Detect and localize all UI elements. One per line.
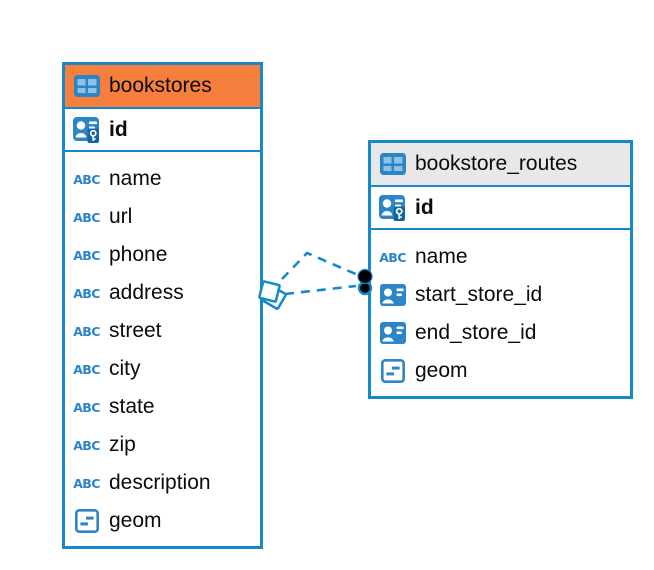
column-name: phone <box>109 243 168 266</box>
column-row-id[interactable]: id <box>65 109 260 152</box>
column-row-state[interactable]: ABC state <box>65 388 260 426</box>
column-name: city <box>109 357 141 380</box>
column-row-start-store-id[interactable]: start_store_id <box>371 276 630 314</box>
text-icon: ABC <box>379 249 406 265</box>
relationship-line-lower[interactable] <box>284 284 357 296</box>
text-icon: ABC <box>73 361 100 377</box>
column-name: address <box>109 281 184 304</box>
text-icon: ABC <box>73 323 100 339</box>
column-row-name[interactable]: ABC name <box>65 160 260 198</box>
table-icon <box>379 153 406 175</box>
foreign-key-icon <box>379 322 406 344</box>
column-name: state <box>109 395 155 418</box>
column-name: id <box>415 195 434 219</box>
foreign-key-icon <box>379 284 406 306</box>
table-title: bookstore_routes <box>415 152 578 175</box>
table-bookstores[interactable]: bookstores id ABC na <box>62 62 263 549</box>
column-name: end_store_id <box>415 321 537 344</box>
column-row-geom[interactable]: geom <box>371 352 630 390</box>
text-icon: ABC <box>73 399 100 415</box>
column-row-name[interactable]: ABC name <box>371 238 630 276</box>
geometry-icon <box>73 509 100 533</box>
column-row-city[interactable]: ABC city <box>65 350 260 388</box>
primary-key-icon <box>379 194 406 221</box>
column-name: id <box>109 117 128 141</box>
table-header-bookstores[interactable]: bookstores <box>65 65 260 109</box>
primary-key-icon <box>73 116 100 143</box>
column-name: street <box>109 319 162 342</box>
column-row-end-store-id[interactable]: end_store_id <box>371 314 630 352</box>
text-icon: ABC <box>73 437 100 453</box>
column-row-zip[interactable]: ABC zip <box>65 426 260 464</box>
column-row-address[interactable]: ABC address <box>65 274 260 312</box>
text-icon: ABC <box>73 171 100 187</box>
column-name: name <box>415 245 468 268</box>
text-icon: ABC <box>73 285 100 301</box>
column-row-id[interactable]: id <box>371 187 630 230</box>
column-name: description <box>109 471 211 494</box>
text-icon: ABC <box>73 475 100 491</box>
table-icon <box>73 75 100 97</box>
column-row-description[interactable]: ABC description <box>65 464 260 502</box>
text-icon: ABC <box>73 209 100 225</box>
column-name: zip <box>109 433 136 456</box>
table-bookstore-routes[interactable]: bookstore_routes id ABC <box>368 140 633 399</box>
column-name: url <box>109 205 133 228</box>
table-header-bookstore-routes[interactable]: bookstore_routes <box>371 143 630 187</box>
text-icon: ABC <box>73 247 100 263</box>
column-list: ABC name ABC url ABC phone ABC address A… <box>65 152 260 546</box>
column-row-street[interactable]: ABC street <box>65 312 260 350</box>
table-title: bookstores <box>109 74 212 97</box>
relationship-line-upper[interactable] <box>281 251 359 280</box>
geometry-icon <box>379 359 406 383</box>
column-row-phone[interactable]: ABC phone <box>65 236 260 274</box>
column-name: geom <box>109 509 162 532</box>
column-list: ABC name start_store_id <box>371 230 630 396</box>
column-name: geom <box>415 359 468 382</box>
column-name: name <box>109 167 162 190</box>
column-row-geom[interactable]: geom <box>65 502 260 540</box>
relationship-diamond-marker[interactable] <box>258 280 287 310</box>
column-name: start_store_id <box>415 283 543 306</box>
column-row-url[interactable]: ABC url <box>65 198 260 236</box>
